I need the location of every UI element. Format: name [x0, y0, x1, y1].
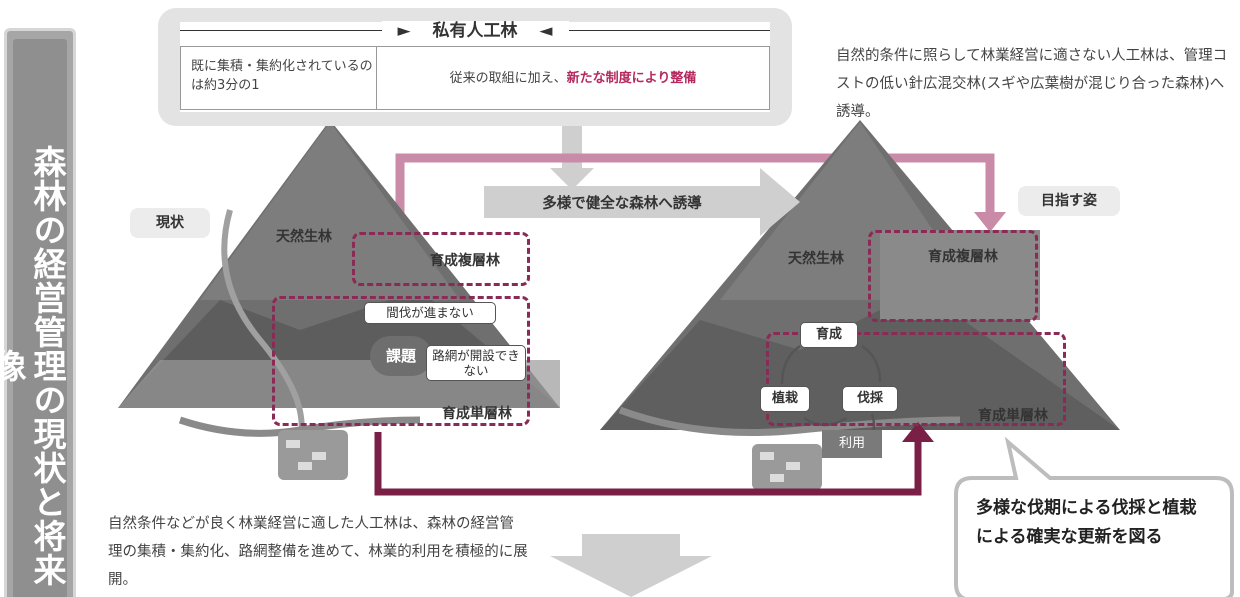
top-header: ► 私有人工林 ◄ [180, 21, 770, 41]
top-right-cell: 従来の取組に加え、新たな制度により整備 [376, 46, 770, 110]
right-village [752, 444, 822, 490]
top-left-cell: 既に集積・集約化されているのは約3分の1 [180, 46, 376, 110]
side-title-inner: 森林の経営管理の現状と将来像 [0, 39, 67, 597]
left-note: 自然条件などが良く林業経営に適した人工林は、森林の経営管理の集積・集約化、路網整… [108, 516, 528, 588]
top-right-prefix: 従来の取組に加え、 [449, 71, 567, 86]
target-multi-layer-box [868, 230, 1038, 322]
cycle-grow-box: 育成 [800, 322, 858, 348]
current-multi-layer-label: 育成複層林 [430, 253, 500, 269]
target-natural-forest-label: 天然生林 [788, 251, 844, 267]
center-gray-arrow [484, 168, 800, 236]
top-header-label: 私有人工林 [424, 21, 526, 41]
side-title-bar: 森林の経営管理の現状と将来像 [0, 28, 76, 597]
side-title: 森林の経営管理の現状と将来像 [0, 144, 67, 587]
issue-thinning-box: 間伐が進まない [364, 302, 496, 324]
target-multi-layer-label: 育成複層林 [928, 249, 998, 265]
right-mountain [600, 120, 1120, 436]
current-natural-forest-label: 天然生林 [276, 229, 332, 245]
current-multi-layer-box [352, 232, 530, 286]
left-village [278, 430, 348, 480]
target-badge: 目指す姿 [1018, 186, 1120, 216]
bottom-gray-down-arrow [550, 534, 712, 597]
pink-arrowhead [974, 212, 1006, 232]
target-single-layer-box [766, 332, 1066, 426]
right-note: 自然的条件に照らして林業経営に適さない人工林は、管理コストの低い針広混交林(スギ… [836, 48, 1228, 120]
dark-loop-arrow [374, 432, 922, 496]
callout-bubble [954, 436, 1234, 597]
cycle-plant-box: 植栽 [760, 386, 810, 412]
header-arrow-left-icon: ► [389, 21, 425, 41]
top-right-highlight: 新たな制度により整備 [566, 71, 697, 86]
callout-text: 多様な伐期による伐採と植栽による確実な更新を図る [976, 498, 1197, 547]
current-badge: 現状 [130, 208, 210, 238]
cycle-harvest-box: 伐採 [842, 386, 898, 412]
current-single-layer-label: 育成単層林 [442, 406, 512, 422]
issue-badge: 課題 [370, 336, 432, 376]
current-single-layer-box [272, 296, 530, 426]
cycle-use-box: 利用 [822, 430, 882, 458]
issue-road-box: 路網が開設できない [426, 345, 526, 381]
dark-arrowhead [902, 422, 934, 442]
target-single-layer-label: 育成単層林 [978, 408, 1048, 424]
header-arrow-right-icon: ◄ [525, 21, 561, 41]
pink-loop-arrow [395, 153, 995, 232]
center-arrow-label: 多様で健全な森林へ誘導 [542, 196, 702, 212]
